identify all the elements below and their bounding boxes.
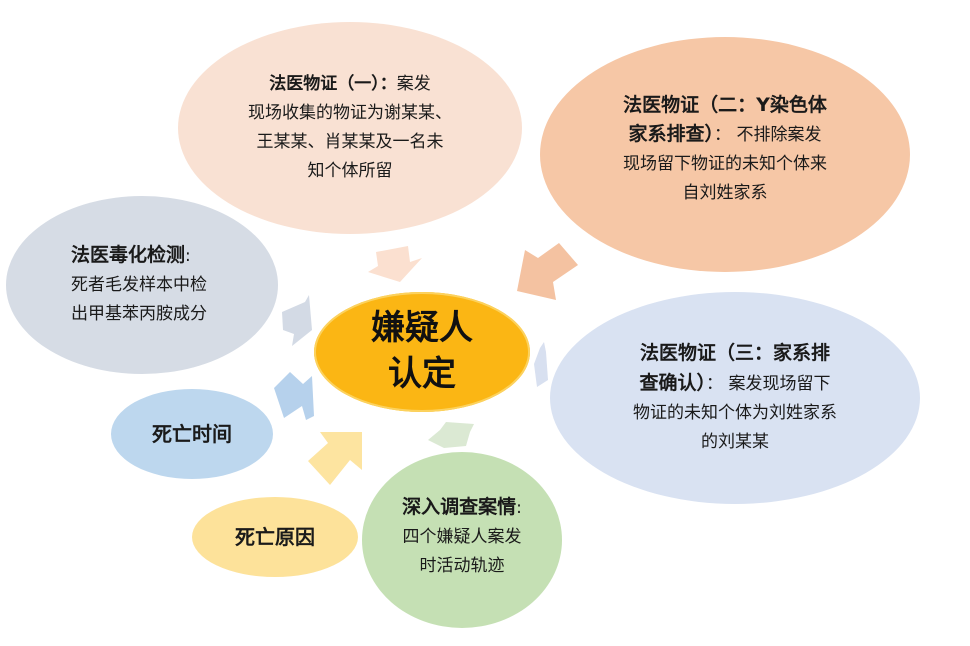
node-title: 法医物证（一）：: [269, 74, 397, 95]
node-title: 死亡时间: [152, 421, 232, 446]
arrow-evidence1-icon: [368, 246, 422, 282]
node-death-cause: 死亡原因: [192, 497, 358, 577]
node-text: 深入调查案情: 四个嫌疑人案发 时活动轨迹: [402, 496, 522, 576]
node-text: 法医物证（一）：案发 现场收集的物证为谢某某、 王某某、肖某某及一名未 知个体所…: [248, 74, 452, 181]
node-toxicology: 法医毒化检测: 死者毛发样本中检 出甲基苯丙胺成分: [6, 196, 278, 374]
node-suspect-identification: 嫌疑人 认定: [314, 292, 530, 412]
node-forensic-evidence-3: 法医物证（三：家系排 查确认）： 案发现场留下 物证的未知个体为刘姓家系 的刘某…: [550, 292, 920, 504]
node-text: 法医毒化检测: 死者毛发样本中检 出甲基苯丙胺成分: [71, 244, 207, 324]
center-text: 嫌疑人 认定: [371, 308, 473, 394]
node-text: 法医物证（二：Y染色体 家系排查）： 不排除案发 现场留下物证的未知个体来 自刘…: [623, 93, 827, 204]
node-investigation: 深入调查案情: 四个嫌疑人案发 时活动轨迹: [362, 452, 562, 628]
arrow-death-cause-icon: [308, 432, 362, 485]
node-forensic-evidence-1: 法医物证（一）：案发 现场收集的物证为谢某某、 王某某、肖某某及一名未 知个体所…: [178, 22, 522, 234]
arrow-death-time-icon: [274, 372, 314, 420]
node-text: 法医物证（三：家系排 查确认）： 案发现场留下 物证的未知个体为刘姓家系 的刘某…: [633, 342, 837, 452]
arrow-investigation-icon: [428, 422, 474, 448]
arrow-toxicology-icon: [282, 295, 312, 346]
arrow-evidence3-icon: [534, 342, 548, 387]
node-title: 死亡原因: [235, 524, 315, 549]
arrow-evidence2-icon: [517, 243, 578, 300]
node-forensic-evidence-2: 法医物证（二：Y染色体 家系排查）： 不排除案发 现场留下物证的未知个体来 自刘…: [540, 37, 910, 272]
node-death-time: 死亡时间: [111, 389, 273, 479]
